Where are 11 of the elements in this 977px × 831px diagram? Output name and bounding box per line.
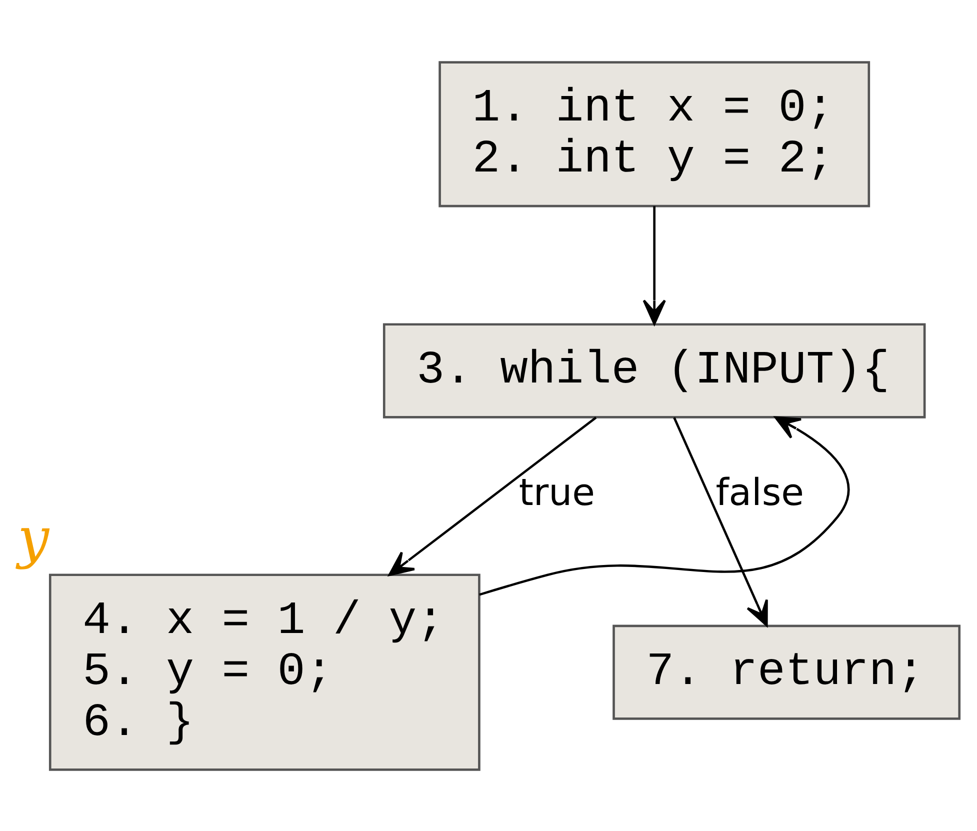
edge-label: true — [518, 470, 596, 514]
edge-label: false — [716, 470, 804, 514]
arrow — [642, 206, 666, 324]
node-box: 4. x = 1 / y; 5. y = 0; 6. } — [48, 573, 480, 770]
node-box: 1. int x = 0; 2. int y = 2; — [438, 60, 870, 207]
node-box: 7. return; — [612, 624, 961, 720]
arrow — [479, 416, 850, 596]
node-box: 3. while (INPUT){ — [382, 322, 926, 418]
node-label: y — [18, 505, 50, 570]
arrow — [388, 416, 597, 576]
arrow — [673, 416, 768, 626]
